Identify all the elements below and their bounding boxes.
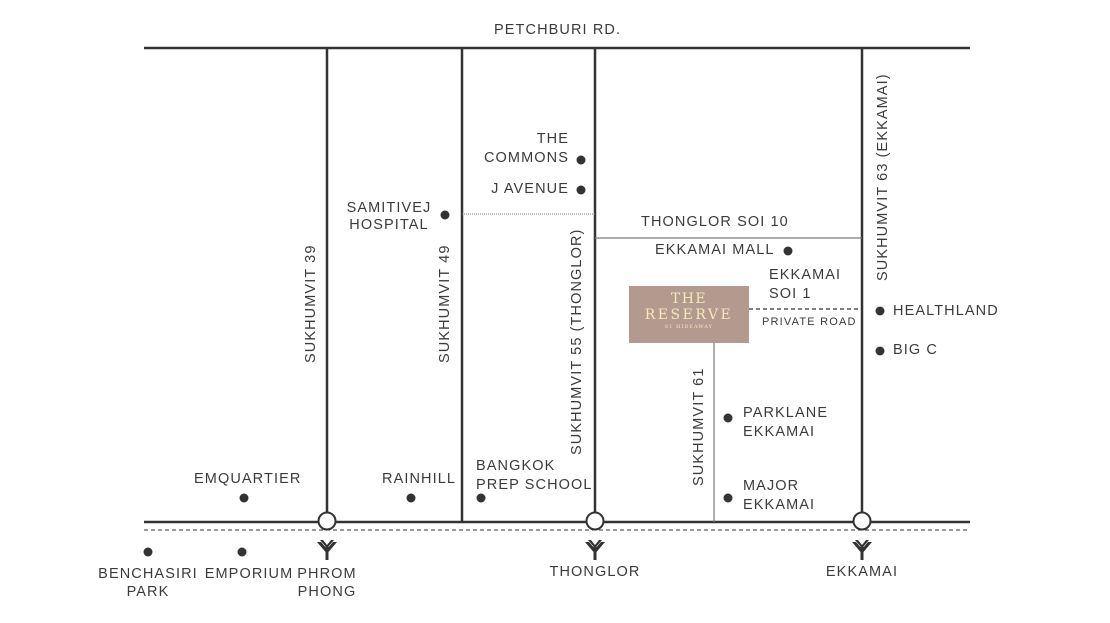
benchasiri-label-1: BENCHASIRI [98, 566, 198, 582]
emquartier-dot [239, 493, 249, 503]
phrom-phong-label-2: PHONG [297, 584, 357, 600]
ekkamai-station-marker[interactable] [852, 511, 872, 531]
phrom-phong-label-1: PHROM [297, 566, 357, 582]
logo-line-1: THE [670, 291, 708, 307]
rainhill-dot [406, 493, 416, 503]
ekkamai-mall-dot [783, 246, 793, 256]
private-road-label: PRIVATE ROAD [762, 316, 857, 328]
thonglor-soi-10-label: THONGLOR SOI 10 [641, 214, 789, 230]
bts-logo-icon [585, 540, 605, 560]
major-ekkamai-label-1: MAJOR [743, 478, 800, 494]
phrom-phong-station-marker[interactable] [317, 511, 337, 531]
bangkok-prep-label-2: PREP SCHOOL [476, 477, 593, 493]
the-commons-dot [576, 155, 586, 165]
emquartier-label: EMQUARTIER [194, 471, 302, 487]
bangkok-prep-label-1: BANGKOK [476, 458, 556, 474]
samitivej-label-2: HOSPITAL [349, 217, 429, 233]
sukhumvit-39-label: SUKHUMVIT 39 [303, 244, 319, 364]
bts-logo-icon [852, 540, 872, 560]
ekkamai-station-label: EKKAMAI [825, 564, 899, 580]
big-c-label: BIG C [893, 342, 938, 358]
the-reserve-logo[interactable]: THE RESERVE 61 HIDEAWAY [629, 286, 749, 343]
sukhumvit-63-label: SUKHUMVIT 63 (EKKAMAI) [875, 73, 891, 281]
logo-line-3: 61 HIDEAWAY [665, 324, 713, 330]
emporium-label: EMPORIUM [204, 566, 294, 582]
sukhumvit-61-label: SUKHUMVIT 61 [691, 367, 707, 487]
parklane-label-1: PARKLANE [743, 405, 829, 421]
parklane-label-2: EKKAMAI [743, 424, 816, 440]
parklane-dot [723, 413, 733, 423]
healthland-label: HEALTHLAND [893, 303, 999, 319]
j-avenue-label: J AVENUE [491, 181, 569, 197]
healthland-dot [875, 306, 885, 316]
j-avenue-dot [576, 185, 586, 195]
logo-line-2: RESERVE [644, 307, 734, 323]
ekkamai-mall-label: EKKAMAI MALL [655, 242, 775, 258]
benchasiri-dot [143, 547, 153, 557]
sukhumvit-55-label: SUKHUMVIT 55 (THONGLOR) [569, 228, 585, 455]
the-commons-label-1: THE [536, 131, 569, 147]
emporium-dot [237, 547, 247, 557]
thonglor-station-marker[interactable] [585, 511, 605, 531]
thonglor-station-label: THONGLOR [549, 564, 641, 580]
the-commons-label-2: COMMONS [483, 150, 569, 166]
ekkamai-soi-1-label-1: EKKAMAI [769, 267, 842, 283]
petchburi-road-label: PETCHBURI RD. [494, 22, 622, 38]
rainhill-label: RAINHILL [382, 471, 457, 487]
benchasiri-label-2: PARK [126, 584, 170, 600]
bangkok-prep-dot [476, 493, 486, 503]
ekkamai-soi-1-label-2: SOI 1 [769, 286, 812, 302]
big-c-dot [875, 346, 885, 356]
samitivej-dot [440, 210, 450, 220]
major-ekkamai-label-2: EKKAMAI [743, 497, 816, 513]
sukhumvit-49-label: SUKHUMVIT 49 [437, 244, 453, 364]
bts-logo-icon [317, 540, 337, 560]
major-ekkamai-dot [723, 493, 733, 503]
samitivej-label-1: SAMITIVEJ [346, 200, 432, 216]
